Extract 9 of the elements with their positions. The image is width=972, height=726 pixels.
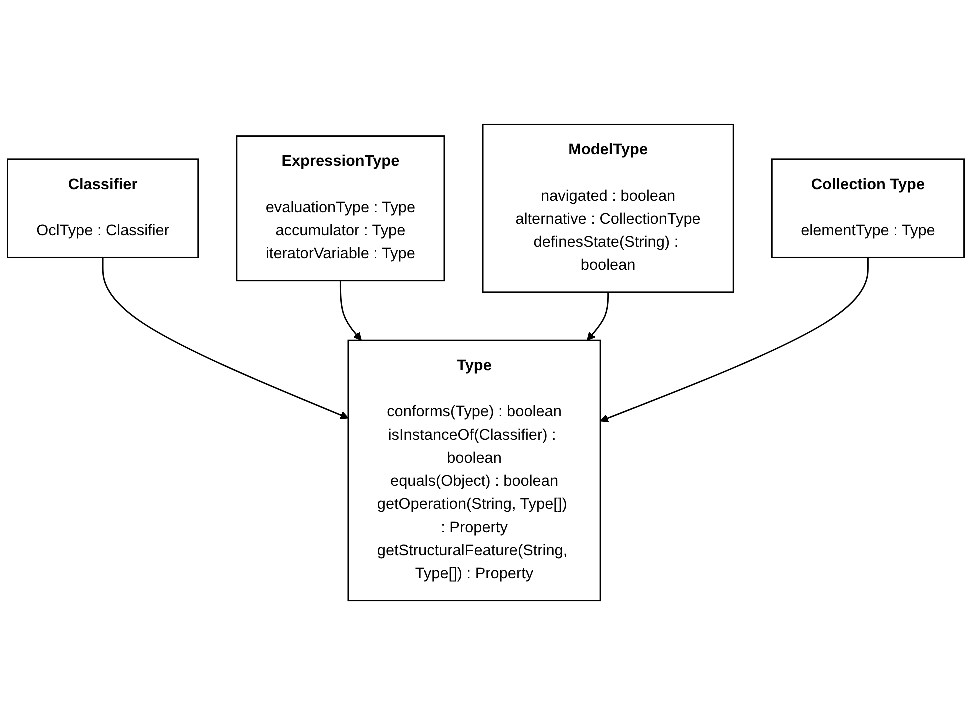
node-box: ModelType navigated : boolean alternative : CollectionType definesState(String) : boolean — [482, 124, 734, 294]
arrow — [340, 281, 362, 342]
node-box: Type conforms(Type) : boolean isInstanceOf(Classifier) : boolean equals(Object) : boolean getOperation(String, Type[]) : Property getStructuralFeature(String, Type[]) : Property — [348, 340, 602, 602]
arrow — [102, 258, 349, 420]
arrow — [587, 292, 610, 342]
node-box: ExpressionType evaluationType : Type accumulator : Type iteratorVariable : Type — [236, 136, 446, 282]
node-box: Classifier OclType : Classifier — [7, 158, 200, 259]
arrow — [600, 258, 869, 423]
node-box: Collection Type elementType : Type — [771, 158, 965, 259]
